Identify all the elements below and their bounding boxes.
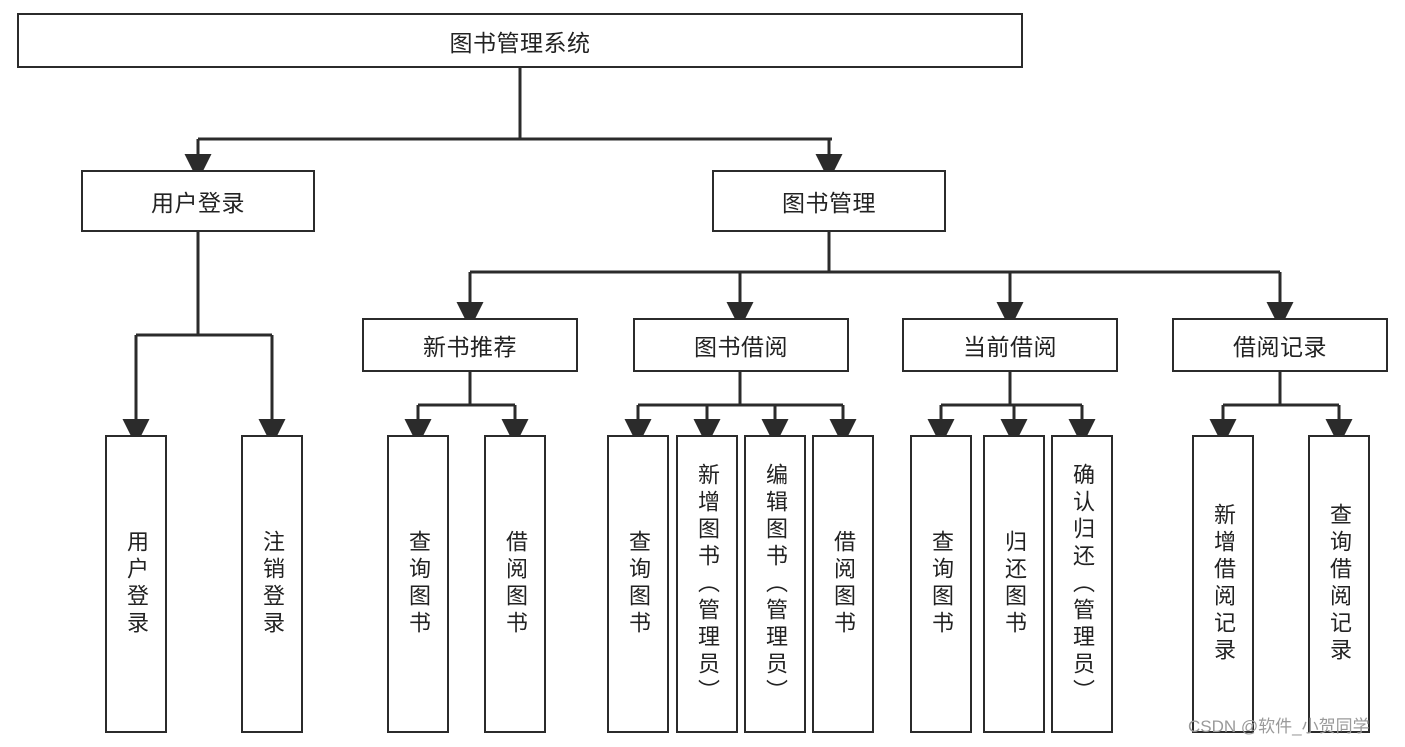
node-leaf-borrow-book-1[interactable]: 借阅图书 — [484, 435, 546, 733]
node-label: 用户登录 — [124, 530, 149, 638]
node-leaf-add-record[interactable]: 新增借阅记录 — [1192, 435, 1254, 733]
node-book-manage[interactable]: 图书管理 — [712, 170, 946, 232]
node-label: 当前借阅 — [963, 334, 1057, 360]
node-leaf-query-book-2[interactable]: 查询图书 — [607, 435, 669, 733]
node-label: 查询图书 — [406, 530, 431, 638]
node-leaf-user-logout[interactable]: 注销登录 — [241, 435, 303, 733]
node-book-borrow[interactable]: 图书借阅 — [633, 318, 849, 372]
node-leaf-query-book-1[interactable]: 查询图书 — [387, 435, 449, 733]
node-leaf-query-book-3[interactable]: 查询图书 — [910, 435, 972, 733]
node-label: 查询图书 — [626, 530, 651, 638]
node-leaf-user-login[interactable]: 用户登录 — [105, 435, 167, 733]
node-label: 用户登录 — [151, 190, 245, 216]
node-label: 归还图书 — [1002, 530, 1027, 638]
node-leaf-return-book[interactable]: 归还图书 — [983, 435, 1045, 733]
node-label: 查询图书 — [929, 530, 954, 638]
node-label: 新增图书（管理员） — [695, 462, 720, 706]
node-leaf-edit-book[interactable]: 编辑图书（管理员） — [744, 435, 806, 733]
watermark-text: CSDN @软件_小贺同学 — [1188, 717, 1370, 736]
node-leaf-query-record[interactable]: 查询借阅记录 — [1308, 435, 1370, 733]
node-user-login[interactable]: 用户登录 — [81, 170, 315, 232]
node-leaf-add-book[interactable]: 新增图书（管理员） — [676, 435, 738, 733]
node-label: 图书借阅 — [694, 334, 788, 360]
node-current-borrow[interactable]: 当前借阅 — [902, 318, 1118, 372]
node-label: 新书推荐 — [423, 334, 517, 360]
node-borrow-record[interactable]: 借阅记录 — [1172, 318, 1388, 372]
node-label: 借阅记录 — [1233, 334, 1327, 360]
node-root[interactable]: 图书管理系统 — [17, 13, 1023, 68]
node-leaf-borrow-book-2[interactable]: 借阅图书 — [812, 435, 874, 733]
node-new-book-recommend[interactable]: 新书推荐 — [362, 318, 578, 372]
node-label: 编辑图书（管理员） — [763, 462, 788, 706]
node-label: 图书管理系统 — [449, 29, 591, 56]
node-label: 图书管理 — [782, 190, 876, 216]
node-label: 借阅图书 — [503, 530, 528, 638]
node-label: 注销登录 — [260, 530, 285, 638]
node-label: 确认归还（管理员） — [1070, 462, 1095, 706]
node-leaf-confirm-return[interactable]: 确认归还（管理员） — [1051, 435, 1113, 733]
node-label: 借阅图书 — [831, 530, 856, 638]
node-label: 查询借阅记录 — [1327, 503, 1352, 665]
node-label: 新增借阅记录 — [1211, 503, 1236, 665]
